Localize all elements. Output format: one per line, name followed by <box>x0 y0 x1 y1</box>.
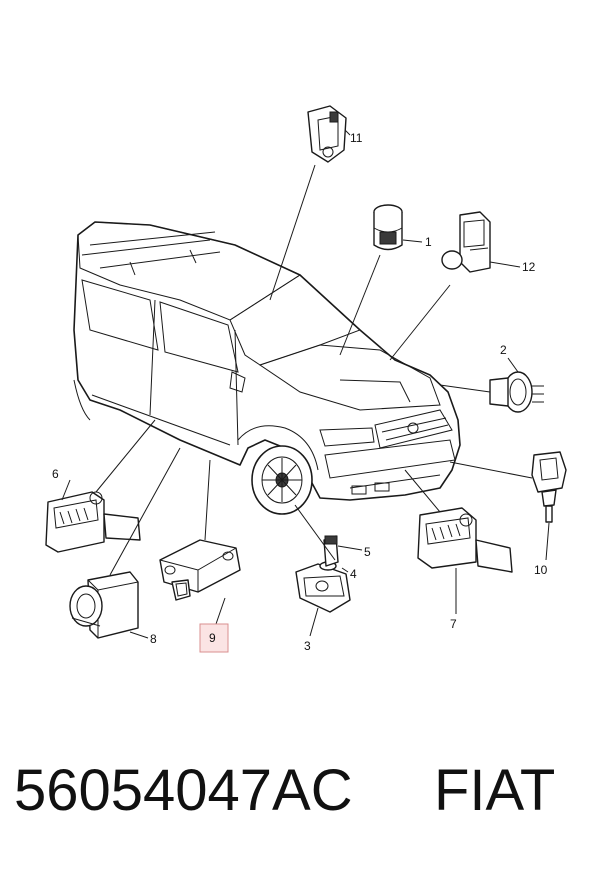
callout-2: 2 <box>500 343 507 357</box>
leader-lines <box>61 129 550 639</box>
part-3-tpms-sensor <box>295 563 351 613</box>
part-6-sensor <box>45 491 141 553</box>
callout-10: 10 <box>534 563 548 577</box>
part-number: 56054047AC <box>14 758 353 823</box>
part-8-module <box>69 571 139 639</box>
part-1-sensor <box>373 204 403 251</box>
callout-4: 4 <box>350 567 357 581</box>
callout-3: 3 <box>304 639 311 653</box>
part-11-sensor <box>307 105 347 163</box>
part-5-valve-cap <box>323 535 339 567</box>
callout-7: 7 <box>450 617 457 631</box>
callout-9-highlight <box>199 623 229 653</box>
callout-6: 6 <box>52 467 59 481</box>
part-7-sensor <box>417 507 513 573</box>
callout-labels: 11 1 12 2 6 5 4 10 7 8 9 3 <box>52 131 548 653</box>
callout-12: 12 <box>522 260 536 274</box>
part-12-sensor <box>441 211 491 273</box>
callout-11: 11 <box>350 131 363 145</box>
part-9-module <box>159 539 241 601</box>
callout-1: 1 <box>425 235 432 249</box>
vehicle-illustration <box>73 221 461 515</box>
part-10-sensor <box>531 451 567 523</box>
callout-5: 5 <box>364 545 371 559</box>
brand-name: FIAT <box>434 758 556 823</box>
part-2-connector <box>489 371 544 413</box>
callout-9: 9 <box>209 631 216 645</box>
callout-8: 8 <box>150 632 157 646</box>
